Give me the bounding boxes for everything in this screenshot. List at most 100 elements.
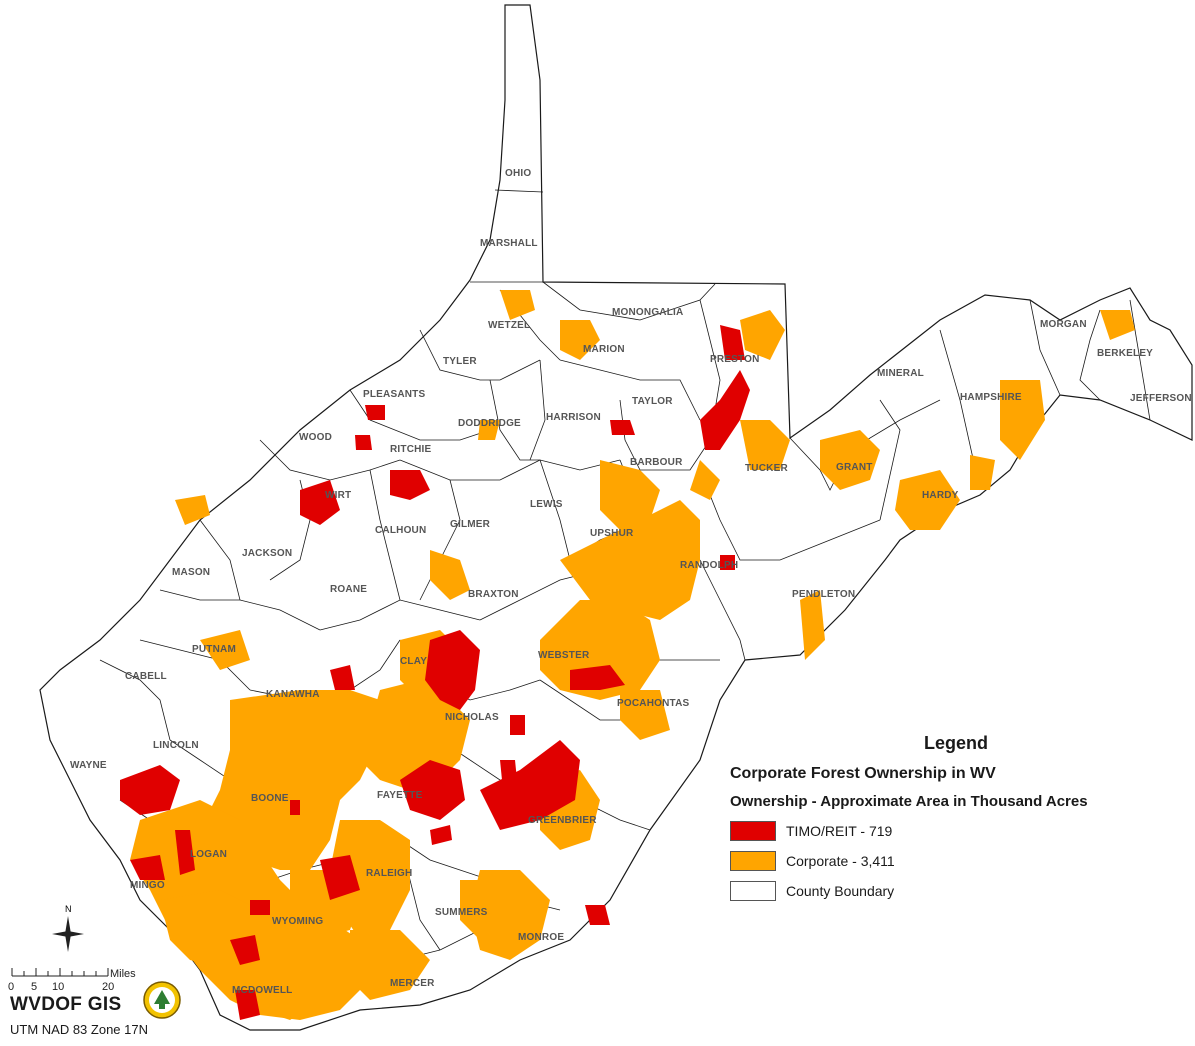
county-label: JEFFERSON (1130, 393, 1192, 404)
timo-reit-area (175, 830, 195, 875)
county-label: UPSHUR (590, 528, 634, 539)
corporate-area (500, 290, 535, 320)
scale-tick-label: 5 (31, 981, 37, 993)
timo-reit-area (300, 480, 340, 525)
corporate-area (740, 420, 790, 470)
county-label: MONROE (518, 932, 564, 943)
scale-tick-label: 0 (8, 981, 14, 993)
corporate-area (800, 590, 825, 660)
timo-reit-area (720, 555, 735, 570)
county-label: RANDOLPH (680, 560, 738, 571)
county-label: TYLER (443, 356, 477, 367)
county-label: WOOD (299, 432, 332, 443)
county-label: MASON (172, 567, 210, 578)
corporate-area (350, 930, 430, 1000)
county-label: MINERAL (877, 368, 924, 379)
timo-reit-area (390, 470, 430, 500)
timo-reit-area (250, 900, 270, 915)
county-label: LEWIS (530, 499, 563, 510)
county-label: NICHOLAS (445, 712, 499, 723)
county-label: CALHOUN (375, 525, 426, 536)
county-label: BOONE (251, 793, 289, 804)
scale-unit-label: Miles (110, 968, 136, 980)
county-label: RITCHIE (390, 444, 432, 455)
legend-item-corporate: Corporate - 3,411 (730, 850, 1190, 872)
county-label: MCDOWELL (232, 985, 292, 996)
county-label: MINGO (130, 880, 165, 891)
timo-reit-area (290, 800, 300, 815)
timo-reit-area (130, 855, 165, 880)
legend-subtitle: Corporate Forest Ownership in WV (730, 765, 996, 782)
legend-label-boundary: County Boundary (786, 883, 895, 899)
legend-subtitle-ownership: Ownership - Approximate Area in Thousand… (730, 793, 1088, 810)
timo-reit-area (585, 905, 610, 925)
timo-reit-area (570, 665, 625, 690)
timo-reit-area (430, 825, 452, 845)
corporate-area (970, 455, 995, 490)
north-arrow-icon: N (52, 904, 84, 952)
timo-reit-area (330, 665, 355, 690)
legend-item-timo: TIMO/REIT - 719 (730, 820, 1190, 842)
legend-swatch-corporate (730, 851, 776, 871)
corporate-area (600, 460, 660, 530)
timo-reit-ownership-areas (120, 325, 750, 1020)
credits: WVDOF GIS UTM NAD 83 Zone 17N (10, 994, 148, 1037)
county-label: FAYETTE (377, 790, 423, 801)
corporate-area (820, 430, 880, 490)
timo-reit-area (700, 370, 750, 450)
county-label: PENDLETON (792, 589, 855, 600)
corporate-area (260, 970, 320, 1020)
legend-label-corporate: Corporate - 3,411 (786, 853, 895, 869)
scale-bar (11, 968, 109, 977)
county-label: BERKELEY (1097, 348, 1153, 359)
county-label: WEBSTER (538, 650, 590, 661)
county-label: PLEASANTS (363, 389, 425, 400)
legend-title: Legend (924, 733, 989, 753)
county-label: MARION (583, 344, 625, 355)
timo-reit-area (610, 420, 635, 435)
wvdof-logo-icon (143, 981, 181, 1019)
county-label: PUTNAM (192, 644, 236, 655)
corporate-area (430, 550, 470, 600)
legend-swatch-boundary (730, 881, 776, 901)
county-label: WAYNE (70, 760, 107, 771)
timo-reit-area (480, 740, 580, 830)
corporate-area (200, 690, 380, 870)
county-label: WIRT (325, 490, 351, 501)
county-label: TAYLOR (632, 396, 673, 407)
corporate-area (360, 680, 470, 790)
county-label: GRANT (836, 462, 873, 473)
timo-reit-area (500, 760, 517, 780)
county-label: HAMPSHIRE (960, 392, 1022, 403)
county-label: KANAWHA (266, 689, 320, 700)
org-name: WVDOF GIS (10, 994, 122, 1015)
county-label: SUMMERS (435, 907, 488, 918)
county-label: WYOMING (272, 916, 323, 927)
county-label: LINCOLN (153, 740, 199, 751)
county-label: WETZEL (488, 320, 530, 331)
county-label: TUCKER (745, 463, 788, 474)
compass-label: N (65, 904, 72, 914)
county-label: MARSHALL (480, 238, 538, 249)
legend-swatch-timo (730, 821, 776, 841)
corporate-area (175, 495, 210, 525)
county-label: MORGAN (1040, 319, 1087, 330)
corporate-area (895, 470, 960, 530)
corporate-area (740, 310, 785, 360)
county-label: MERCER (390, 978, 435, 989)
county-label: HARRISON (546, 412, 601, 423)
scale-tick-label: 10 (52, 981, 64, 993)
county-labels: OHIO MARSHALL WETZEL MONONGALIA PRESTON … (70, 168, 1192, 996)
corporate-area (460, 880, 500, 940)
county-label: PRESTON (710, 354, 760, 365)
timo-reit-area (365, 405, 385, 420)
corporate-area (620, 690, 670, 740)
corporate-area (560, 500, 700, 620)
legend: Legend Corporate Forest Ownership in WV … (730, 732, 1190, 902)
county-label: RALEIGH (366, 868, 412, 879)
county-label: OHIO (505, 168, 531, 179)
timo-reit-area (230, 935, 260, 965)
corporate-area (560, 320, 600, 360)
county-label: DODDRIDGE (458, 418, 521, 429)
